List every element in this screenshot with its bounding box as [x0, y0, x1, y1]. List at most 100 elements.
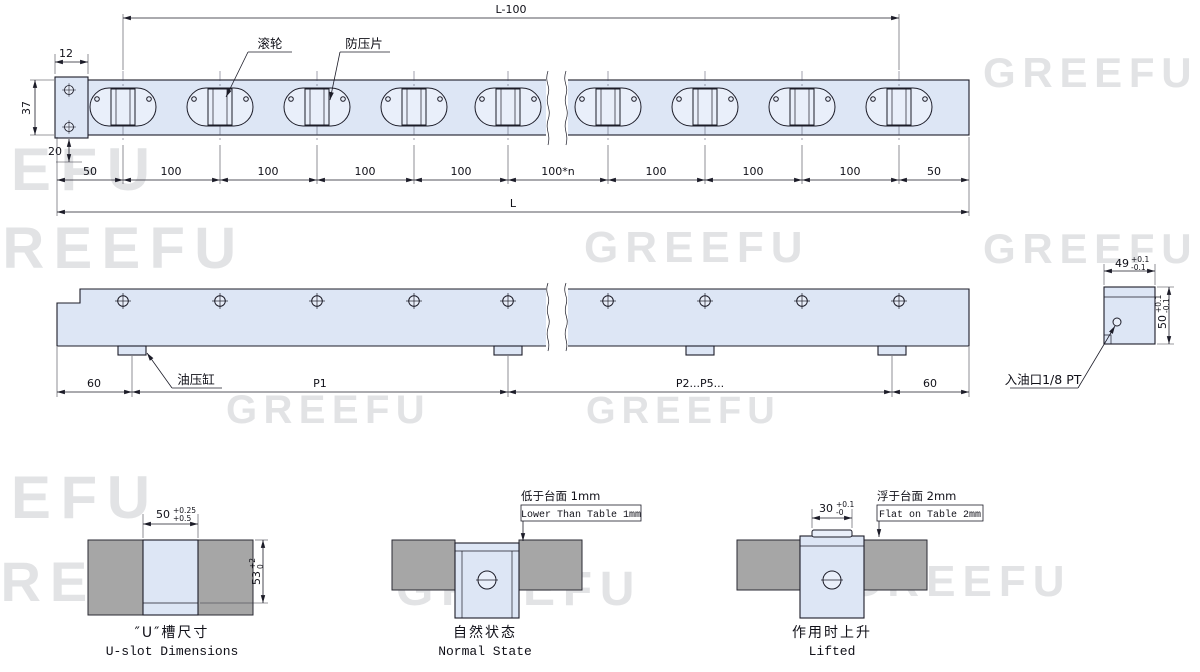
hydraulic-cylinder-foot — [685, 345, 715, 356]
dim-tolerance: -0 — [836, 508, 844, 517]
bar-cross-section — [1103, 286, 1156, 345]
dim-20: 20 — [48, 139, 82, 163]
dim-text: 60 — [923, 377, 937, 390]
detail-normal: 低于台面 1mm Lower Than Table 1mm 自然状态 Norma… — [391, 489, 642, 659]
oil-port-label-group: 入油口1/8 PT — [1005, 325, 1116, 389]
note-en: Flat on Table 2mm — [879, 509, 981, 521]
dim-chain: 50 100 100 100 100 100*n 100 100 100 50 — [56, 137, 970, 216]
dim-total-length: L — [57, 197, 969, 215]
note-cn: 浮于台面 2mm — [877, 489, 956, 503]
dim-12: 12 — [54, 47, 89, 74]
dim-tolerance: -0.1 — [1162, 298, 1171, 313]
caption-en: Lifted — [809, 644, 856, 659]
caption-cn: 自然状态 — [453, 624, 517, 641]
note-en: Lower Than Table 1mm — [521, 509, 641, 521]
table-block — [87, 539, 144, 616]
roller-label-group: 滚轮 — [225, 36, 292, 98]
dim-text: 100 — [451, 165, 472, 178]
watermark-text: GREEFU — [584, 223, 810, 272]
dim-tolerance: +0.1 — [836, 500, 854, 509]
note-cn: 低于台面 1mm — [521, 489, 600, 503]
side-view: 油压缸 60 P1 P2...P5... 60 — [56, 282, 970, 397]
dim-text: 49 — [1115, 257, 1129, 270]
dim-text: 37 — [20, 101, 33, 115]
dim-text: P2...P5... — [676, 377, 724, 390]
hydraulic-cylinder-foot — [117, 345, 147, 356]
dim-text: 20 — [48, 145, 62, 158]
dim-tolerance: 0 — [256, 564, 265, 569]
dim-tolerance: -0.1 — [1131, 263, 1146, 272]
break-gap — [546, 283, 568, 351]
dim-text: 50 — [1156, 315, 1169, 329]
dim-l-minus-100: L-100 — [122, 3, 900, 70]
oil-port-label: 入油口1/8 PT — [1005, 372, 1082, 387]
dim-37: 37 — [20, 79, 54, 136]
watermark-text: GREEFU — [586, 390, 781, 432]
dim-roller-width: 30 +0.1 -0 — [811, 500, 854, 528]
end-view: 49 +0.1 -0.1 50 +0.1 -0.1 入油口1/8 PT — [1005, 255, 1174, 389]
dim-text: 100 — [161, 165, 182, 178]
watermark-text: GREEFU — [0, 136, 160, 203]
watermark-text: GREEFU — [983, 49, 1199, 96]
table-block — [518, 539, 583, 591]
watermark-text: GREEFU — [983, 225, 1199, 272]
watermark-text: GREEFU — [0, 464, 160, 531]
hydraulic-cylinder-foot — [493, 345, 523, 356]
caption-cn: ″U″槽尺寸 — [135, 625, 210, 641]
break-line — [546, 282, 550, 352]
dim-text: P1 — [313, 377, 327, 390]
dim-pitch-row: 60 P1 P2...P5... 60 — [56, 347, 970, 397]
watermark-text: GREEFU — [0, 216, 246, 281]
top-view: 滚轮 防压片 L-100 12 — [20, 3, 970, 216]
dim-text: 60 — [87, 377, 101, 390]
table-block — [863, 539, 928, 591]
dim-text: 100*n — [541, 165, 574, 178]
dim-text: L-100 — [496, 3, 527, 16]
dim-tolerance: +0.5 — [173, 514, 191, 523]
dim-text: 53 — [250, 571, 263, 585]
dim-text: 30 — [819, 502, 833, 515]
u-slot — [142, 539, 199, 616]
dim-text: 50 — [156, 508, 170, 521]
roller-bar-side — [56, 288, 970, 347]
detail-lifted: 30 +0.1 -0 浮于台面 2mm Flat on Table 2mm 作用… — [736, 489, 984, 659]
caption-en: Normal State — [438, 644, 532, 659]
break-gap — [546, 71, 568, 145]
dim-tolerance: +0.25 — [173, 506, 196, 515]
roller-label: 滚轮 — [257, 36, 282, 51]
hydraulic-cylinder-foot — [877, 345, 907, 356]
dim-tolerance: +2 — [248, 558, 257, 569]
note-box — [876, 504, 984, 522]
table-block — [391, 539, 456, 591]
cylinder-label-group: 油压缸 — [146, 352, 222, 389]
watermark-text: GREEFU — [226, 388, 432, 432]
guard-plate-label: 防压片 — [345, 36, 383, 51]
roller-crown — [811, 529, 853, 538]
dim-text: 50 — [83, 165, 97, 178]
break-line — [546, 70, 550, 146]
table-block — [197, 539, 254, 616]
break-line — [564, 70, 568, 146]
dim-text: 100 — [258, 165, 279, 178]
dim-text: 100 — [840, 165, 861, 178]
dim-text: 100 — [743, 165, 764, 178]
caption-en: U-slot Dimensions — [106, 644, 239, 659]
normal-note-group: 低于台面 1mm Lower Than Table 1mm — [520, 489, 642, 541]
cylinder-label: 油压缸 — [177, 372, 215, 387]
dim-text: 100 — [355, 165, 376, 178]
lifted-note-group: 浮于台面 2mm Flat on Table 2mm — [876, 489, 984, 537]
dim-text: 100 — [646, 165, 667, 178]
dim-slot-width: 50 +0.25 +0.5 — [142, 506, 199, 538]
dim-tolerance: +0.1 — [1154, 295, 1163, 313]
dim-text: L — [510, 197, 517, 210]
dim-text: 50 — [927, 165, 941, 178]
oil-port — [1112, 317, 1122, 327]
guard-plate-label-group: 防压片 — [329, 36, 390, 101]
break-line — [564, 282, 568, 352]
dim-text: 12 — [59, 47, 73, 60]
dim-slot-depth: 53 +2 0 — [200, 539, 268, 604]
detail-uslot: 50 +0.25 +0.5 53 +2 0 ″U″槽尺寸 U-slot Dime… — [87, 506, 268, 659]
dim-tolerance: +0.1 — [1131, 255, 1149, 264]
